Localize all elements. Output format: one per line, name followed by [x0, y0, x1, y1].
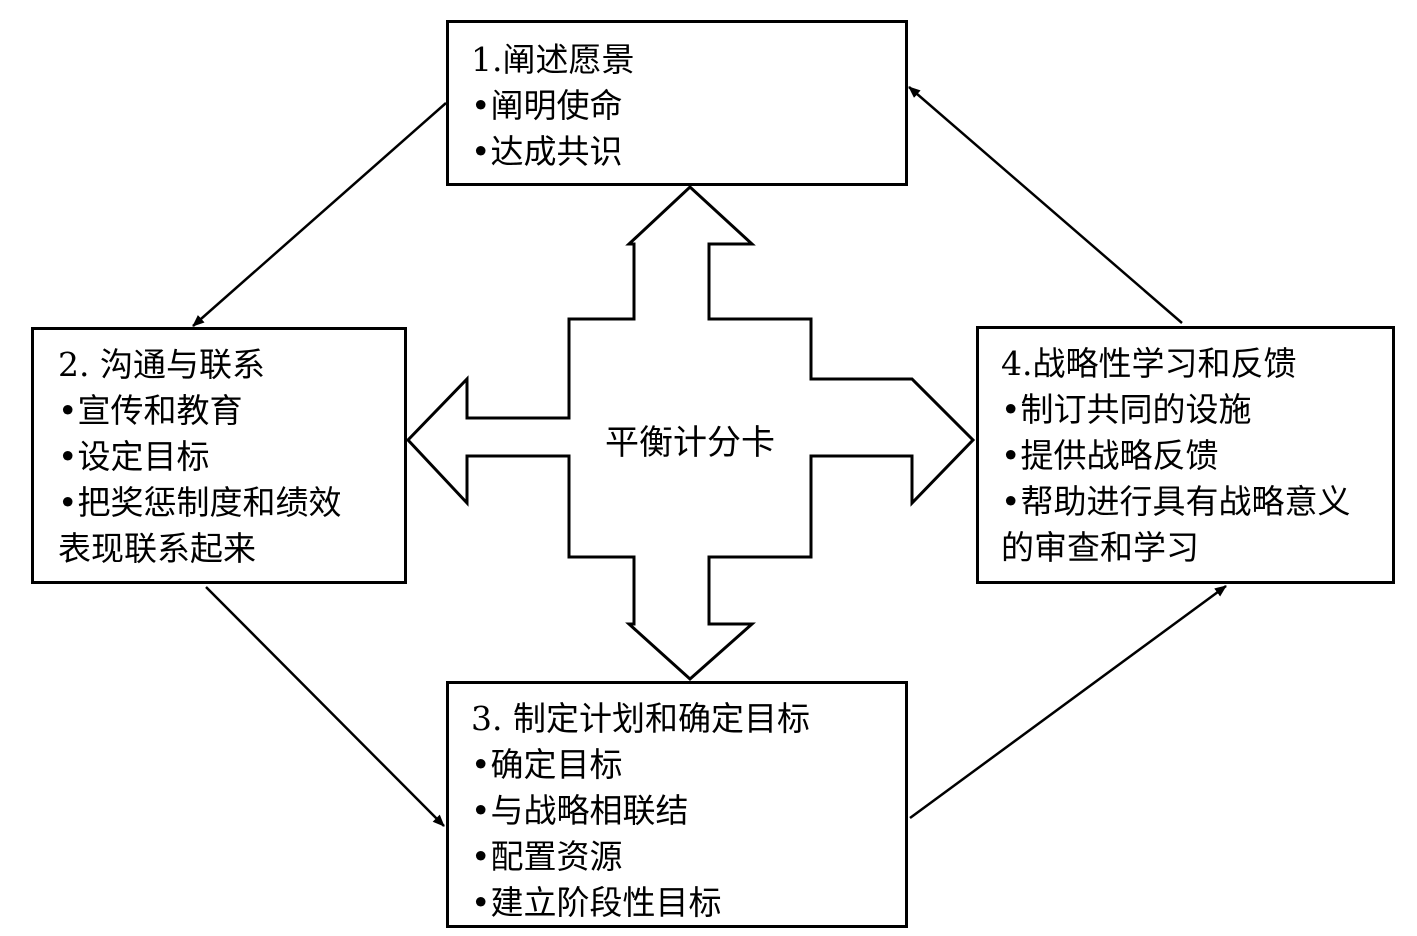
learning-item: 的审查和学习 [1001, 528, 1199, 567]
planning-item: •与战略相联结 [471, 791, 689, 830]
planning-title: 3. 制定计划和确定目标 [471, 699, 810, 738]
learning-item: •制订共同的设施 [1001, 390, 1252, 429]
planning-item: •建立阶段性目标 [471, 883, 722, 922]
learning-item: •提供战略反馈 [1001, 436, 1219, 475]
learning-feedback-box: 4.战略性学习和反馈 •制订共同的设施 •提供战略反馈 •帮助进行具有战略意义 … [976, 326, 1395, 584]
arrow-planning-to-learning [909, 584, 1227, 820]
center-cross-arrow [405, 184, 976, 682]
arrow-learning-to-vision [908, 86, 1183, 324]
communication-item: •把奖惩制度和绩效 [58, 483, 342, 522]
vision-box: 1.阐述愿景 •阐明使命 •达成共识 [446, 20, 908, 186]
planning-item: •配置资源 [471, 837, 623, 876]
communication-title: 2. 沟通与联系 [58, 345, 265, 384]
planning-box: 3. 制定计划和确定目标 •确定目标 •与战略相联结 •配置资源 •建立阶段性目… [446, 681, 908, 928]
vision-item: •阐明使命 [471, 86, 623, 125]
vision-title: 1.阐述愿景 [471, 40, 635, 79]
learning-title: 4.战略性学习和反馈 [1001, 344, 1297, 383]
planning-item: •确定目标 [471, 745, 623, 784]
arrow-communication-to-planning [205, 586, 445, 827]
balanced-scorecard-label: 平衡计分卡 [605, 423, 775, 463]
vision-item: •达成共识 [471, 132, 623, 171]
communication-item: 表现联系起来 [58, 529, 256, 568]
communication-box: 2. 沟通与联系 •宣传和教育 •设定目标 •把奖惩制度和绩效 表现联系起来 [31, 327, 407, 584]
communication-item: •设定目标 [58, 437, 210, 476]
learning-item: •帮助进行具有战略意义 [1001, 482, 1351, 521]
communication-item: •宣传和教育 [58, 391, 243, 430]
arrow-vision-to-communication [192, 102, 447, 327]
